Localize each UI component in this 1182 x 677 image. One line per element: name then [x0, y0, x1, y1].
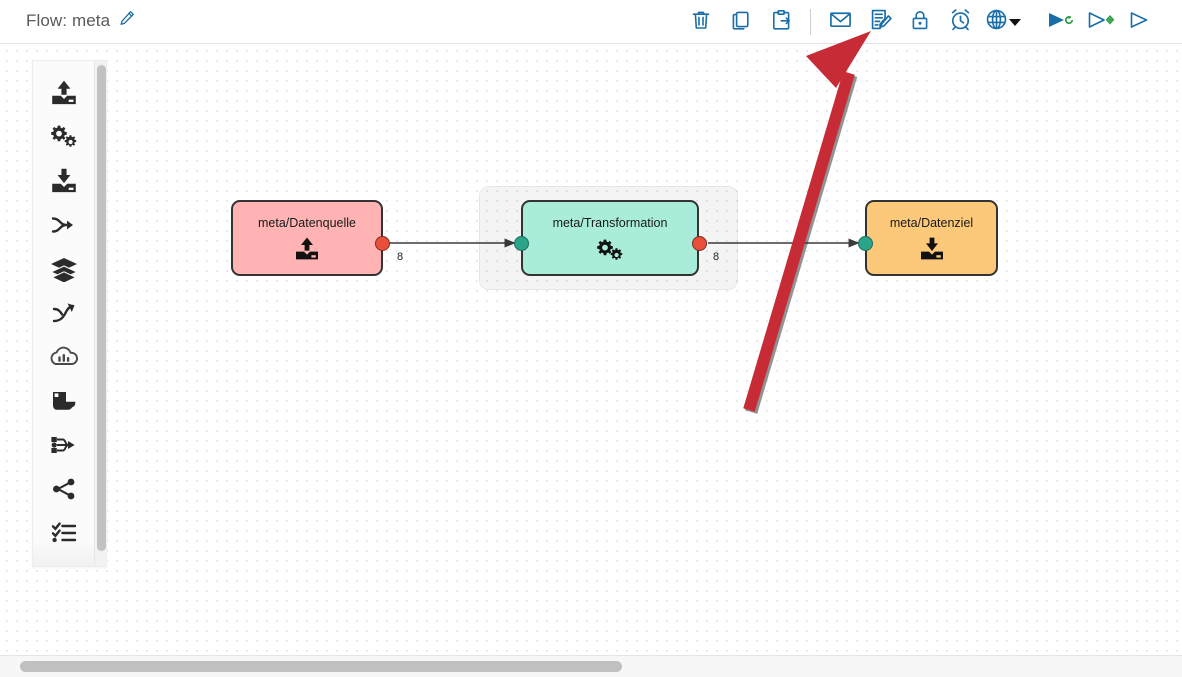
palette-item-split[interactable]: [33, 293, 95, 337]
node-datenquelle[interactable]: meta/Datenquelle: [231, 200, 383, 276]
node-datenziel[interactable]: meta/Datenziel: [865, 200, 998, 276]
flow-canvas-viewport[interactable]: meta/Datenquelle 8 meta/Transformation: [0, 44, 1182, 655]
palette-item-data-target[interactable]: [33, 161, 95, 205]
node-label: meta/Datenziel: [889, 216, 974, 230]
run-button[interactable]: [1120, 6, 1160, 38]
toolbar-separator: [810, 9, 811, 35]
node-label: meta/Transformation: [552, 216, 668, 230]
envelope-icon: [828, 7, 853, 37]
clipboard-export-icon: [769, 8, 793, 37]
alarm-clock-icon: [948, 7, 973, 37]
palette-item-checklist[interactable]: [33, 513, 95, 557]
palette-item-transformation[interactable]: [33, 117, 95, 161]
lock-icon: [908, 8, 932, 37]
toolbar-group-run-actions: [1040, 6, 1160, 38]
delete-button[interactable]: [681, 6, 721, 38]
layers-icon: [49, 256, 79, 287]
palette-vscrollbar[interactable]: [94, 61, 107, 566]
download-icon: [867, 236, 996, 262]
scroll-document-icon: [49, 388, 79, 419]
palette-item-data-source[interactable]: [33, 73, 95, 117]
paste-button[interactable]: [761, 6, 801, 38]
play-debug-icon: [1085, 8, 1115, 37]
edge-count-label: 8: [397, 251, 404, 263]
palette-item-share[interactable]: [33, 469, 95, 513]
palette-item-analytics[interactable]: [33, 337, 95, 381]
trash-icon: [689, 8, 713, 37]
flow-title-area: Flow: meta: [26, 9, 136, 32]
play-icon: [1127, 8, 1153, 37]
share-network-icon: [49, 476, 79, 507]
globe-button[interactable]: [980, 6, 1012, 38]
node-transformation-output-port[interactable]: [692, 236, 707, 251]
palette-item-document[interactable]: [33, 381, 95, 425]
copy-button[interactable]: [721, 6, 761, 38]
top-toolbar: Flow: meta: [0, 0, 1182, 44]
node-label: meta/Datenquelle: [258, 216, 356, 230]
fan-out-icon: [49, 432, 79, 463]
node-palette: [32, 60, 107, 567]
node-transformation-input-port[interactable]: [514, 236, 529, 251]
copy-icon: [729, 8, 753, 37]
node-datenziel-input-port[interactable]: [858, 236, 873, 251]
chevron-down-icon[interactable]: [1009, 18, 1021, 26]
globe-icon: [984, 7, 1009, 37]
node-transformation[interactable]: meta/Transformation: [521, 200, 699, 276]
palette-item-list: [33, 61, 95, 557]
download-icon: [49, 167, 79, 200]
gears-icon: [48, 123, 80, 156]
lock-button[interactable]: [900, 6, 940, 38]
document-edit-icon: [868, 7, 893, 37]
run-resume-button[interactable]: [1040, 6, 1080, 38]
palette-item-distribute[interactable]: [33, 425, 95, 469]
cloud-chart-icon: [49, 344, 79, 375]
flow-canvas[interactable]: meta/Datenquelle 8 meta/Transformation: [0, 44, 1182, 655]
canvas-hscrollbar-thumb[interactable]: [20, 661, 622, 672]
schedule-button[interactable]: [940, 6, 980, 38]
canvas-hscrollbar[interactable]: [0, 655, 1182, 677]
merge-arrow-icon: [49, 212, 79, 243]
run-debug-button[interactable]: [1080, 6, 1120, 38]
toolbar-group-flow-actions: [820, 6, 1021, 38]
upload-icon: [49, 79, 79, 112]
toolbar-group-edit-actions: [681, 6, 801, 38]
pencil-icon[interactable]: [118, 9, 136, 32]
palette-item-join[interactable]: [33, 205, 95, 249]
palette-vscrollbar-thumb[interactable]: [97, 65, 106, 551]
upload-icon: [233, 236, 381, 262]
mail-button[interactable]: [820, 6, 860, 38]
edge-layer: [390, 238, 860, 248]
palette-item-layers[interactable]: [33, 249, 95, 293]
toolbar-buttons: [681, 6, 1160, 38]
notes-button[interactable]: [860, 6, 900, 38]
play-resume-icon: [1045, 8, 1075, 37]
split-arrow-icon: [50, 300, 78, 331]
page-title: Flow: meta: [26, 10, 111, 30]
node-datenquelle-output-port[interactable]: [375, 236, 390, 251]
checklist-icon: [49, 520, 79, 551]
edge-count-label: 8: [713, 251, 720, 263]
gears-icon: [523, 236, 697, 262]
